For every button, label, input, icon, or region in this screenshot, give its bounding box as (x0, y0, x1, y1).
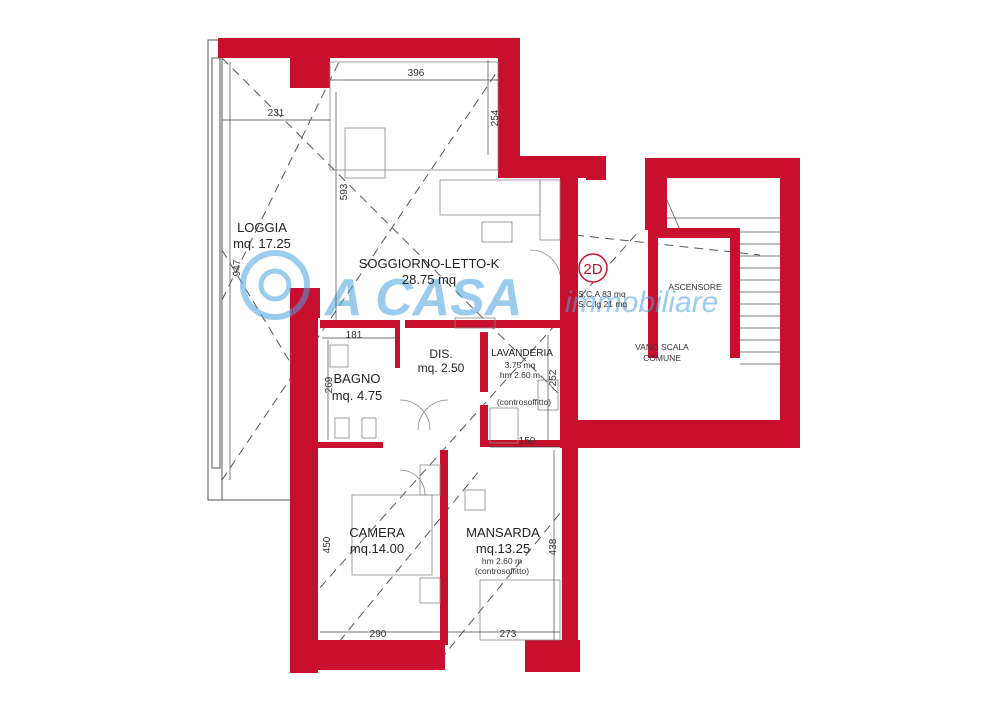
watermark-brand: A CASA (323, 269, 522, 327)
mansarda-height: hm 2.60 m (482, 556, 522, 566)
unit-sca: S.C.A 83 mq (578, 289, 626, 299)
unit-scg: S.C.lg 21 mq (578, 299, 627, 309)
dim-290: 290 (370, 629, 387, 640)
ascensore-name: ASCENSORE (668, 282, 722, 292)
dim-150: 150 (519, 436, 536, 447)
loggia-outline (207, 39, 295, 501)
vano-scala-line2: COMUNE (643, 353, 681, 363)
dim-181: 181 (346, 330, 363, 341)
watermark-sub: immobiliare (565, 286, 718, 319)
camera-area: mq.14.00 (350, 541, 404, 556)
lavanderia-note: (controsoffitto) (497, 397, 551, 407)
dim-231: 231 (268, 108, 285, 119)
lavanderia-area: 3.75 mq (505, 360, 536, 370)
lavanderia-name: LAVANDERIA (491, 348, 553, 359)
dim-254: 254 (490, 109, 501, 126)
dim-252: 252 (548, 369, 559, 386)
furniture (329, 61, 561, 641)
entry-arrow-icon (560, 260, 575, 276)
loggia-area: mq. 17.25 (233, 236, 291, 251)
loggia-name: LOGGIA (237, 220, 287, 235)
camera-name: CAMERA (349, 525, 405, 540)
mansarda-name: MANSARDA (466, 525, 540, 540)
dim-273: 273 (500, 629, 517, 640)
lavanderia-height: hm 2.60 m (500, 370, 540, 380)
dis-name: DIS. (429, 347, 452, 361)
room-labels: LOGGIA mq. 17.25 SOGGIORNO-LETTO-K 28.75… (233, 220, 722, 576)
bagno-name: BAGNO (334, 371, 381, 386)
dim-947: 947 (232, 259, 243, 276)
dimension-lines (222, 60, 560, 640)
vano-scala-line1: VANO SCALA (635, 342, 689, 352)
unit-badge-label: 2D (583, 261, 602, 278)
dis-area: mq. 2.50 (418, 361, 465, 375)
dim-450: 450 (322, 536, 333, 553)
watermark: A CASA immobiliare (240, 250, 718, 327)
dimension-labels: 396 231 254 593 947 181 269 252 150 450 … (232, 68, 559, 640)
dim-269: 269 (324, 376, 335, 393)
mansarda-note: (controsoffitto) (475, 566, 529, 576)
unit-badge: 2D S.C.A 83 mq S.C.lg 21 mq (560, 253, 627, 309)
dim-438: 438 (548, 538, 559, 555)
dim-396: 396 (408, 68, 425, 79)
bagno-area: mq. 4.75 (332, 388, 383, 403)
stairs (666, 199, 780, 365)
mansarda-area: mq.13.25 (476, 541, 530, 556)
soggiorno-name: SOGGIORNO-LETTO-K (359, 256, 500, 271)
dim-593: 593 (339, 183, 350, 200)
soggiorno-area: 28.75 mq (402, 272, 456, 287)
